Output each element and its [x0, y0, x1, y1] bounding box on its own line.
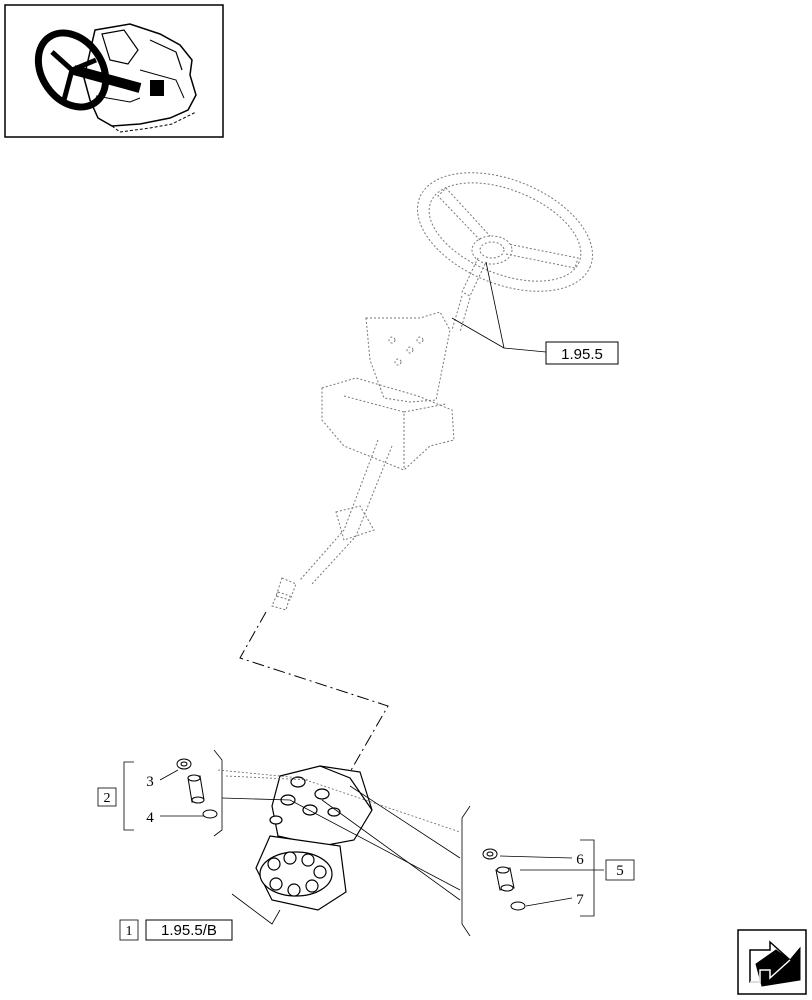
- left-fittings: [176, 758, 218, 819]
- steering-unit: [255, 765, 373, 911]
- svg-text:1: 1: [126, 924, 133, 939]
- svg-text:5: 5: [616, 863, 624, 879]
- ref-label-1955[interactable]: 1.95.5: [545, 341, 619, 365]
- steering-column: [271, 295, 471, 611]
- svg-text:1.95.5/B: 1.95.5/B: [161, 922, 217, 939]
- callout-2: 2: [97, 787, 117, 807]
- callout-7: 7: [576, 892, 584, 908]
- steering-wheel: [417, 172, 593, 297]
- svg-text:1.95.5: 1.95.5: [561, 346, 603, 363]
- callout-4: 4: [146, 810, 154, 826]
- callout-5: 5: [605, 859, 635, 881]
- ref-label-1955b[interactable]: 1.95.5/B: [145, 919, 233, 941]
- item-brackets: [123, 749, 604, 937]
- svg-text:2: 2: [104, 791, 111, 806]
- tractor-cab-steering-icon: [34, 23, 197, 133]
- center-line: [239, 611, 389, 773]
- callout-1: 1: [119, 919, 139, 941]
- right-fittings: [482, 848, 526, 911]
- next-page-arrow-icon[interactable]: [737, 929, 807, 995]
- callout-3: 3: [146, 774, 154, 790]
- callout-6: 6: [576, 852, 584, 868]
- leader-lines: [451, 261, 547, 353]
